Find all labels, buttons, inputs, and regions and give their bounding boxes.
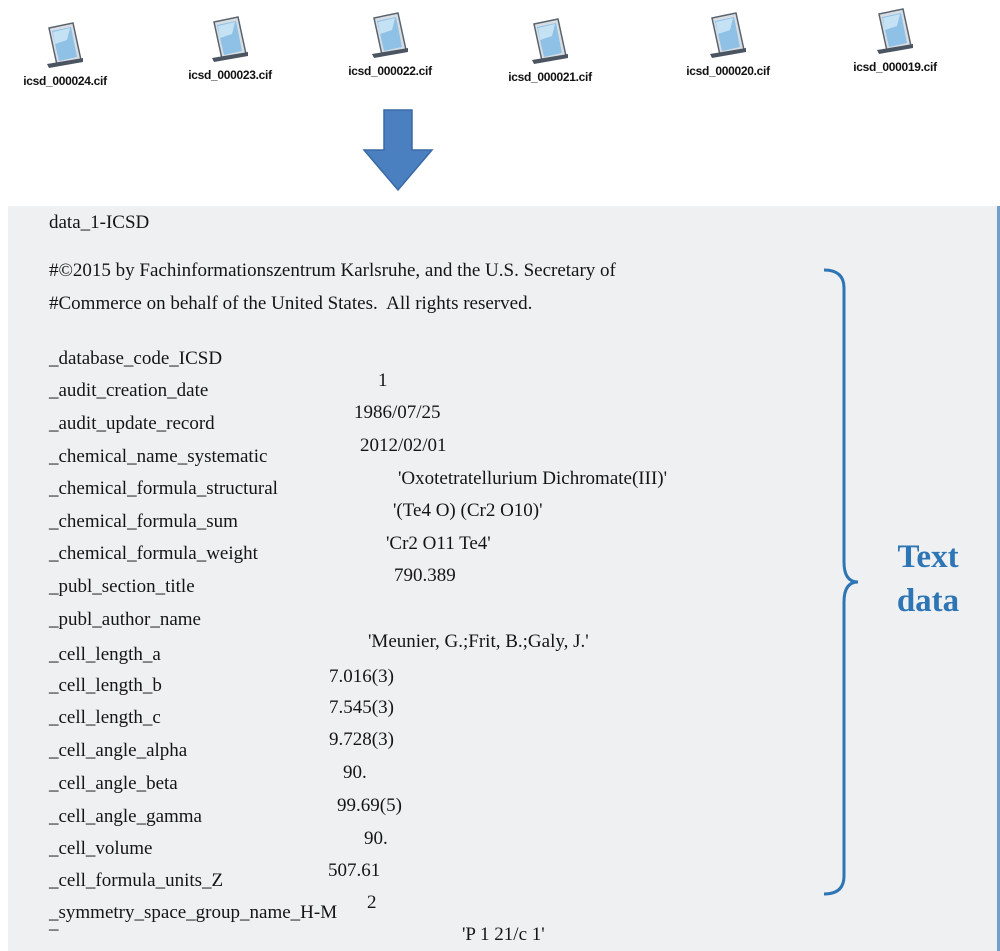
field-value: 1 [378,370,388,391]
file-item[interactable]: icsd_000020.cif [658,10,798,78]
cif-field: _cell_length_b 7.545(3) [0,653,780,719]
cif-file-icon [532,18,568,64]
file-item[interactable]: icsd_000023.cif [160,14,300,82]
file-name: icsd_000022.cif [348,64,432,78]
field-value: 90. [364,828,388,849]
field-key: _chemical_formula_sum [49,511,238,532]
cif-field: _cell_angle_gamma 90. [0,784,780,850]
cif-field: _cell_length_a 7.016(3) [0,622,780,688]
field-value: 507.61 [328,860,381,881]
field-key: _chemical_formula_structural [49,478,278,499]
field-value: 790.389 [394,565,456,586]
field-key: _database_code_ICSD [49,348,223,369]
cif-file-icon [212,16,248,62]
field-value: '(Te4 O) (Cr2 O10)' [393,500,543,521]
cif-field: _chemical_formula_weight 790.389 [0,521,780,587]
cif-field: _cell_angle_alpha 90. [0,718,780,784]
copyright-line: #©2015 by Fachinformationszentrum Karlsr… [49,260,616,281]
file-name: icsd_000020.cif [686,64,770,78]
field-value: 'Oxotetratellurium Dichromate(III)' [398,468,668,489]
cif-field: _publ_section_title [0,554,780,620]
cif-field: _audit_update_record 2012/02/01 [0,391,780,457]
field-key: _symmetry_space_group_name_H-M [49,902,338,923]
field-key: _cell_volume [49,838,153,859]
copyright-line: #Commerce on behalf of the United States… [49,293,533,314]
field-key: _publ_author_name [49,609,201,630]
field-value: 99.69(5) [337,795,402,816]
field-value: 7.545(3) [329,697,394,718]
cif-file-icon [372,12,408,58]
field-value: 2 [367,892,377,913]
field-key: _cell_length_a [49,644,161,665]
field-value: 'P 1 21/c 1' [462,924,545,945]
field-value: 'Meunier, G.;Frit, B.;Galy, J.' [368,631,589,652]
down-arrow-icon [362,109,434,192]
cif-field: _cell_length_c 9.728(3) [0,685,780,751]
file-list: icsd_000024.cif icsd_000023.cif icsd_000… [0,0,1000,205]
field-value: 90. [343,762,367,783]
file-name: icsd_000019.cif [853,60,937,74]
cif-field: _audit_creation_date 1986/07/25 [0,358,780,424]
field-key: _cell_formula_units_Z [49,870,224,891]
field-key: _chemical_formula_weight [49,543,258,564]
file-name: icsd_000023.cif [188,68,272,82]
cif-field: _symmetry_space_group_name_H-M 'P 1 21/c… [0,880,780,946]
cif-field: _cell_volume 507.61 [0,816,780,882]
cif-field: _cell_angle_beta 99.69(5) [0,751,780,817]
trailing-underscore: _ [49,912,59,933]
cif-text-panel [8,206,1000,951]
field-value: 9.728(3) [329,729,394,750]
field-value: 1986/07/25 [354,402,441,423]
brace-label-line: Text [897,539,959,575]
field-key: _audit_creation_date [49,380,209,401]
cif-file-icon [877,8,913,54]
field-key: _cell_length_c [49,707,161,728]
field-value: 7.016(3) [329,666,394,687]
field-value: 'Cr2 O11 Te4' [386,533,491,554]
file-name: icsd_000021.cif [508,70,592,84]
cif-field: _database_code_ICSD 1 [0,326,780,392]
field-key: _chemical_name_systematic [49,446,268,467]
panel-edge [997,206,1000,951]
brace-label-line: data [896,583,960,619]
field-key: _cell_length_b [49,675,162,696]
cif-field: _chemical_name_systematic 'Oxotetratellu… [0,424,780,490]
field-key: _cell_angle_beta [49,773,178,794]
cif-field: _cell_formula_units_Z 2 [0,848,780,914]
file-item[interactable]: icsd_000024.cif [0,20,135,88]
cif-field: _chemical_formula_structural '(Te4 O) (C… [0,456,780,522]
cif-field: _chemical_formula_sum 'Cr2 O11 Te4' [0,489,780,555]
cif-file-icon [710,12,746,58]
cif-field: _publ_author_name 'Meunier, G.;Frit, B.;… [0,587,780,653]
cif-file-icon [47,22,83,68]
file-name: icsd_000024.cif [23,74,107,88]
cif-header: data_1-ICSD [49,212,150,233]
curly-brace [823,268,859,896]
field-value: 2012/02/01 [360,435,447,456]
field-key: _audit_update_record [49,413,215,434]
field-key: _cell_angle_alpha [49,740,188,761]
file-item[interactable]: icsd_000022.cif [320,10,460,78]
file-item[interactable]: icsd_000021.cif [480,16,620,84]
field-key: _cell_angle_gamma [49,806,202,827]
file-item[interactable]: icsd_000019.cif [825,6,965,74]
field-key: _publ_section_title [49,576,195,597]
brace-label: Text data [888,540,968,618]
